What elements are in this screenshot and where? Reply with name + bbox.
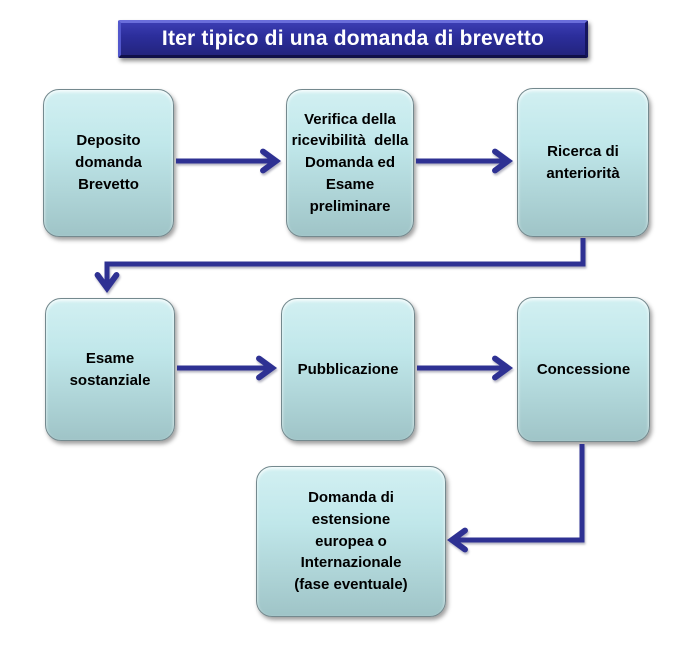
node-label: Deposito domanda Brevetto: [75, 132, 142, 193]
flowchart-title-text: Iter tipico di una domanda di brevetto: [161, 27, 545, 50]
node-esame-sostanziale: Esame sostanziale: [45, 298, 175, 441]
arrow-concessione-to-estensione: [446, 444, 585, 553]
node-pubblicazione: Pubblicazione: [281, 298, 415, 441]
flowchart-title: Iter tipico di una domanda di brevetto: [118, 20, 588, 58]
node-label: Concessione: [536, 360, 631, 378]
node-label: Pubblicazione: [297, 360, 399, 378]
node-concessione: Concessione: [517, 297, 650, 442]
node-verifica-ricevibilita: Verifica della ricevibilità della Domand…: [286, 89, 414, 237]
node-label: Esame sostanziale: [69, 349, 151, 389]
node-label: Domanda di estensione europea o Internaz…: [294, 489, 408, 594]
node-ricerca-anteriorita: Ricerca di anteriorità: [517, 88, 649, 237]
node-label: Verifica della ricevibilità della Domand…: [291, 110, 409, 215]
node-label: Ricerca di anteriorità: [546, 142, 620, 182]
node-deposito-domanda-brevetto: Deposito domanda Brevetto: [43, 89, 174, 237]
node-domanda-estensione: Domanda di estensione europea o Internaz…: [256, 466, 446, 617]
arrow-ricerca-to-esame: [94, 238, 586, 294]
